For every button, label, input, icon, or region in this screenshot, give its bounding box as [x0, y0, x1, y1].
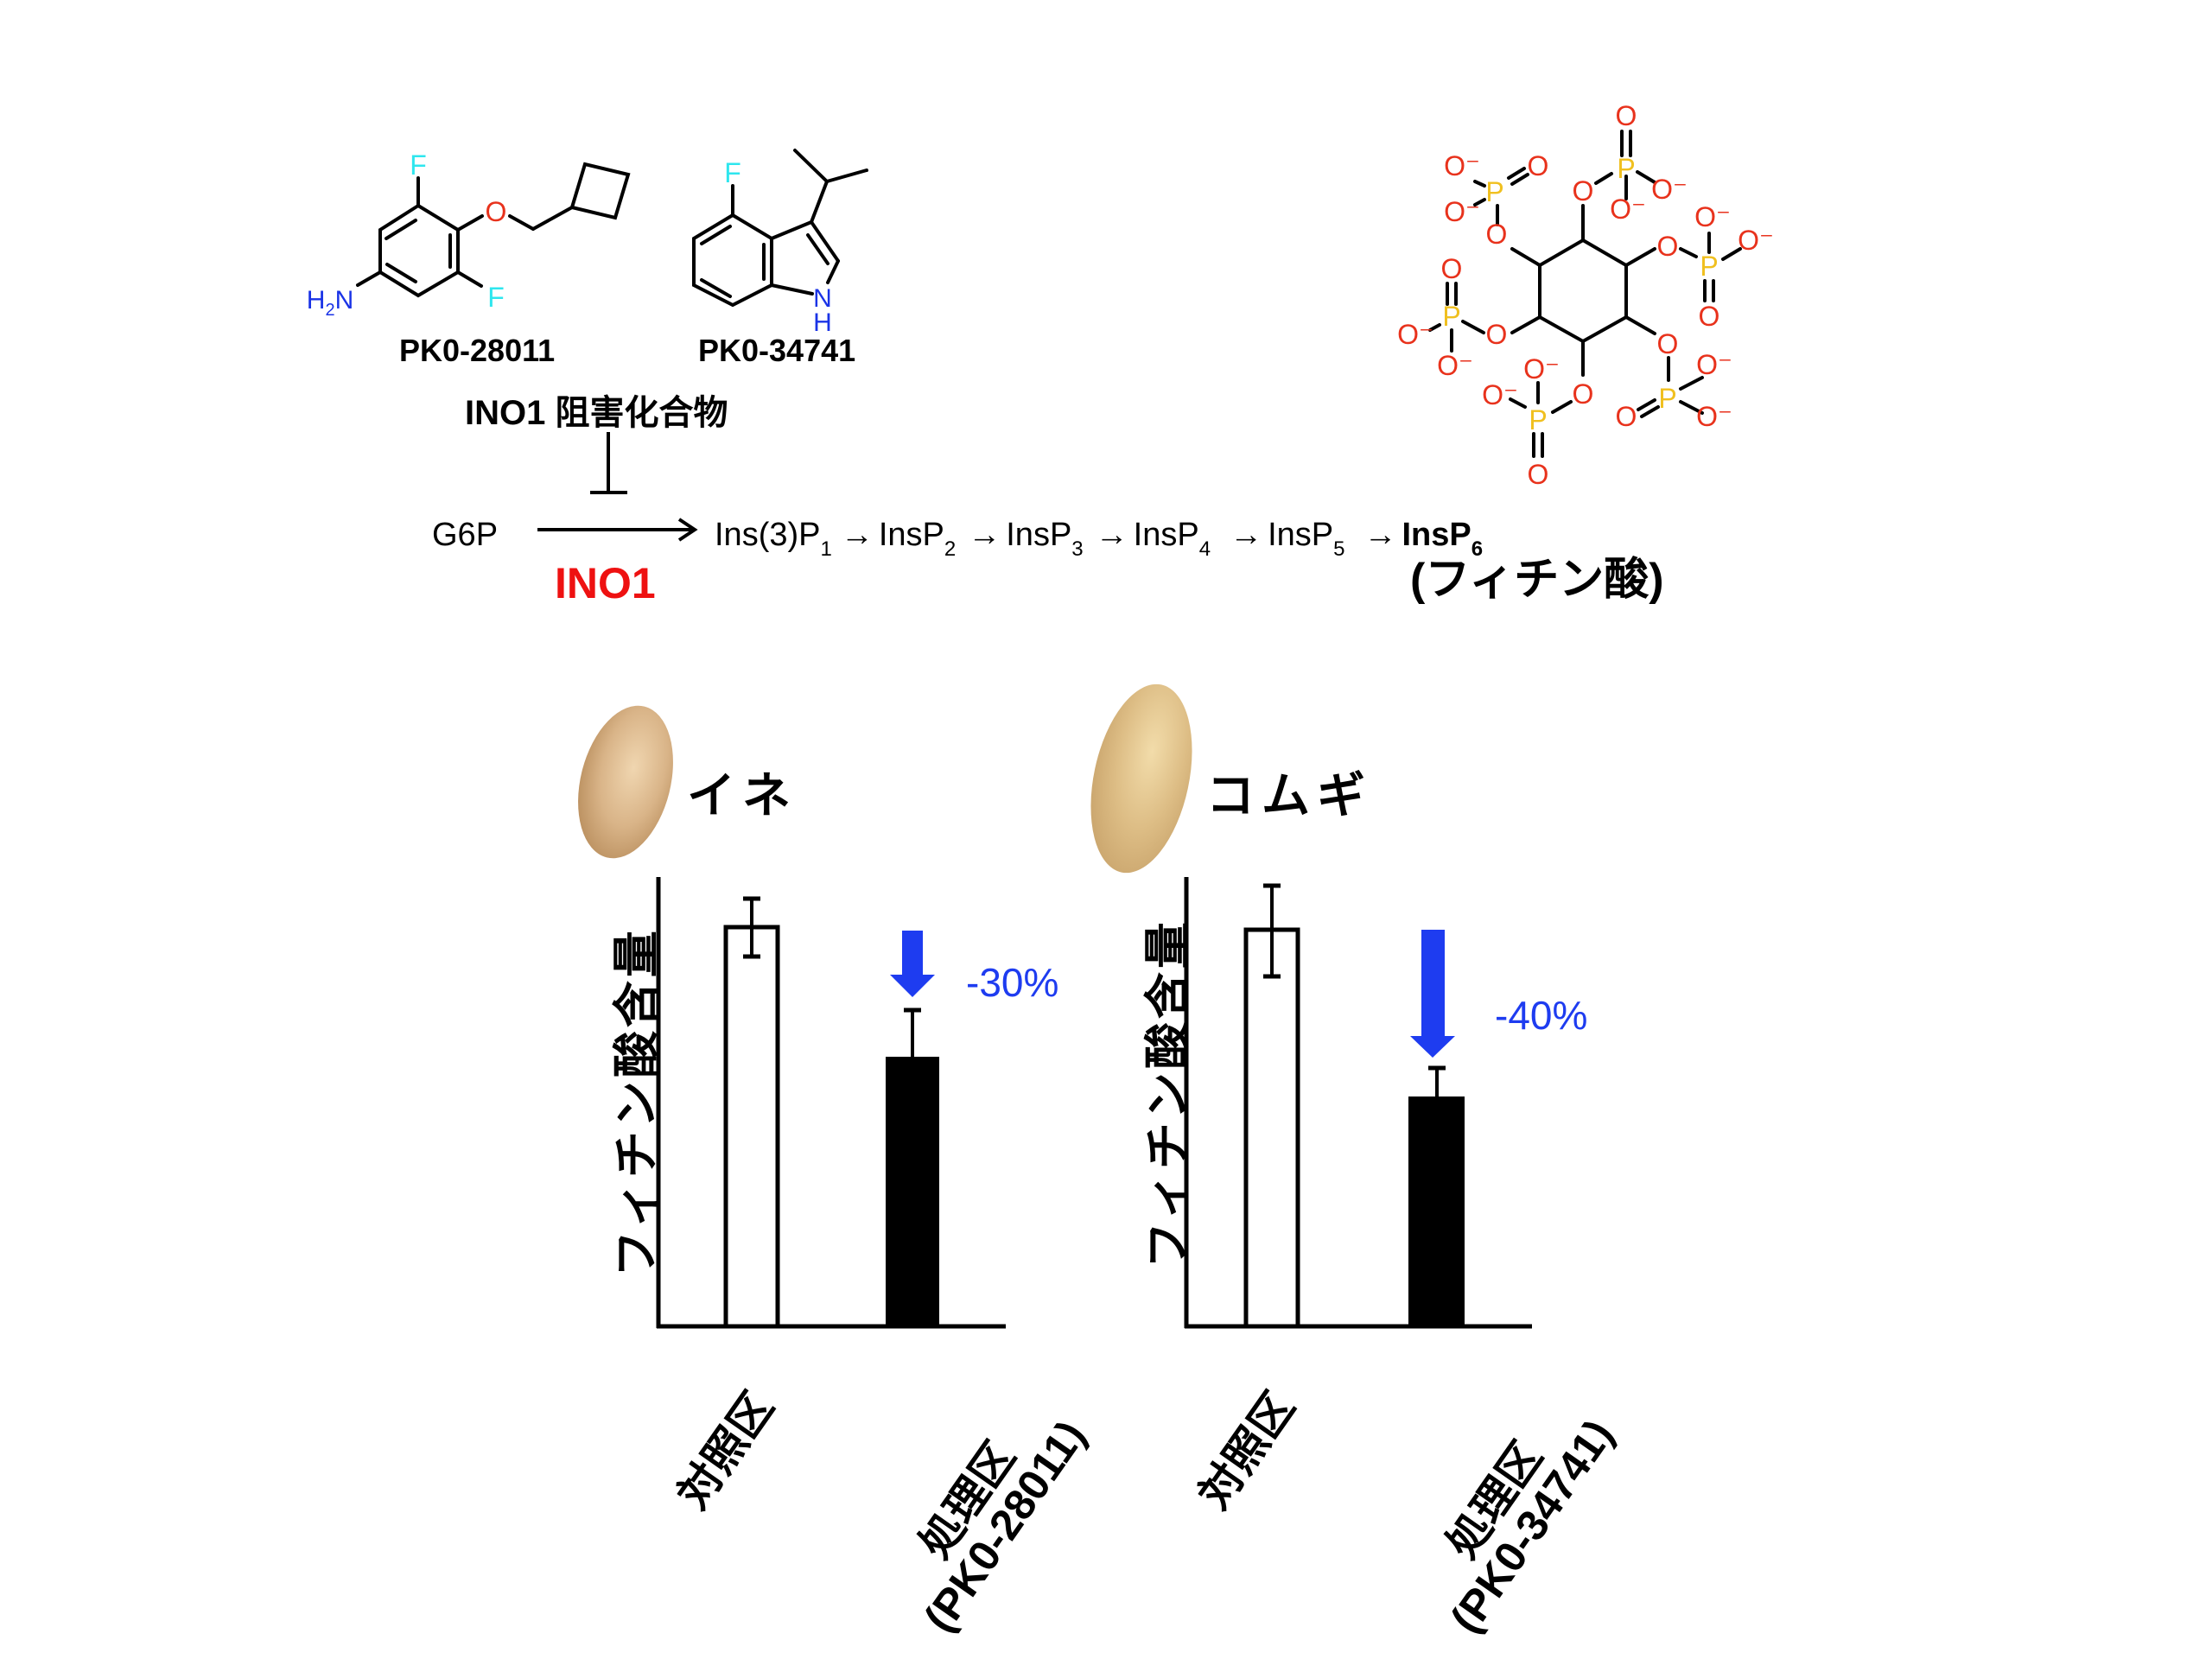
- decrease-percentage-label: -30%: [966, 960, 1059, 1005]
- phytic-acid-label: (フィチン酸): [1410, 555, 1664, 605]
- wheat-grain-image: [1075, 674, 1208, 883]
- oxygen-atom-label: O: [1486, 219, 1508, 250]
- species-label-wheat: コムギ: [1206, 768, 1372, 823]
- rice-grain-image: [563, 696, 689, 868]
- oxygen-atom-label: O: [1486, 319, 1508, 350]
- ino1-inhibitor-label: INO1 阻害化合物: [465, 394, 728, 432]
- oxyanion-label: O⁻: [1738, 225, 1774, 256]
- oxyanion-label: O⁻: [1444, 150, 1480, 181]
- pathway-arrow-icon: →: [1230, 517, 1263, 553]
- species-label-rice: イネ: [687, 768, 798, 823]
- rice-bar-plot: [656, 877, 1006, 1329]
- oxygen-atom-label: O: [1441, 253, 1463, 284]
- pathway-step-insp4: InsP4: [1133, 517, 1211, 561]
- oxyanion-label: O⁻: [1437, 350, 1473, 381]
- oxyanion-label: O⁻: [1523, 353, 1560, 385]
- x-tick-label-treated: 処理区 (PK0-28011): [910, 1411, 1095, 1641]
- compound-name-pk0-28011: PK0-28011: [399, 333, 556, 368]
- bar-control: [1243, 927, 1300, 1329]
- oxyanion-label: O⁻: [1651, 174, 1688, 205]
- decrease-arrow-icon: [1410, 930, 1455, 1058]
- compound-name-pk0-34741: PK0-34741: [698, 333, 856, 368]
- pathway-arrow-icon: →: [968, 517, 1001, 553]
- bar-treated: [886, 1057, 939, 1326]
- pathway-step-insp6: InsP6: [1402, 517, 1484, 561]
- compound-pk0-28011-structure: F O F H2N: [307, 149, 631, 320]
- pathway-arrow-icon: →: [1095, 517, 1128, 553]
- oxygen-atom-label: O: [1573, 175, 1594, 207]
- oxygen-atom-label: O: [1573, 378, 1594, 410]
- oxygen-atom-label: O: [1616, 100, 1637, 131]
- oxyanion-label: O⁻: [1694, 201, 1731, 232]
- phosphorus-atom-label: P: [1529, 404, 1547, 435]
- phosphorus-atom-label: P: [1700, 251, 1718, 282]
- oxygen-atom-label: O: [486, 196, 507, 227]
- pathway-arrow-icon: →: [840, 517, 874, 553]
- compound-pk0-34741-structure: F N H: [692, 149, 868, 337]
- oxygen-atom-label: O: [1528, 150, 1549, 181]
- fluorine-atom-label: F: [487, 282, 505, 313]
- wheat-bar-plot: [1184, 877, 1532, 1329]
- phosphorus-atom-label: P: [1617, 153, 1635, 184]
- x-tick-label-control: 対照区: [668, 1383, 783, 1518]
- amine-group-label: H2N: [307, 286, 353, 320]
- oxygen-atom-label: O: [1528, 459, 1549, 490]
- pathway-step-insp2: InsP2: [878, 517, 957, 561]
- oxyanion-label: O⁻: [1610, 194, 1646, 225]
- decrease-arrow-icon: [890, 931, 935, 997]
- phosphorus-atom-label: P: [1485, 176, 1503, 207]
- phosphorus-atom-label: P: [1442, 301, 1460, 332]
- oxygen-atom-label: O: [1616, 401, 1637, 432]
- bar-treated: [1408, 1096, 1465, 1326]
- phosphorus-atom-label: P: [1658, 383, 1676, 414]
- hydrogen-atom-label: H: [813, 308, 832, 337]
- decrease-percentage-label: -40%: [1495, 993, 1588, 1038]
- oxyanion-label: O⁻: [1696, 401, 1732, 432]
- bar-control: [723, 925, 780, 1329]
- pathway-substrate-g6p: G6P: [432, 517, 499, 553]
- enzyme-ino1-label: INO1: [555, 559, 656, 607]
- inhibition-tbar-icon: [590, 432, 627, 494]
- oxygen-atom-label: O: [1657, 231, 1679, 262]
- ino1-reaction-arrow-icon: [537, 518, 698, 542]
- oxyanion-label: O⁻: [1397, 319, 1433, 350]
- oxygen-atom-label: O: [1699, 301, 1720, 332]
- oxyanion-label: O⁻: [1696, 349, 1732, 380]
- x-tick-label-control: 対照区: [1189, 1383, 1304, 1518]
- pathway-steps: Ins(3)P1 → InsP2 → InsP3 → InsP4 → InsP5…: [715, 518, 1483, 560]
- nitrogen-atom-label: N: [813, 284, 832, 313]
- fluorine-atom-label: F: [724, 157, 741, 188]
- oxyanion-label: O⁻: [1444, 196, 1480, 227]
- fluorine-atom-label: F: [410, 149, 427, 181]
- pathway-step-insp1: Ins(3)P1: [715, 517, 832, 561]
- pathway-step-insp3: InsP3: [1006, 517, 1084, 561]
- oxygen-atom-label: O: [1657, 328, 1679, 359]
- oxyanion-label: O⁻: [1482, 379, 1518, 410]
- phytic-acid-structure: O O O O O O P P P P P P O O⁻ O⁻ O⁻ O O⁻ …: [1397, 100, 1774, 490]
- x-tick-label-treated: 処理区 (PK0-34741): [1437, 1410, 1623, 1642]
- pathway-step-insp5: InsP5: [1268, 517, 1345, 561]
- pathway-arrow-icon: →: [1363, 517, 1397, 553]
